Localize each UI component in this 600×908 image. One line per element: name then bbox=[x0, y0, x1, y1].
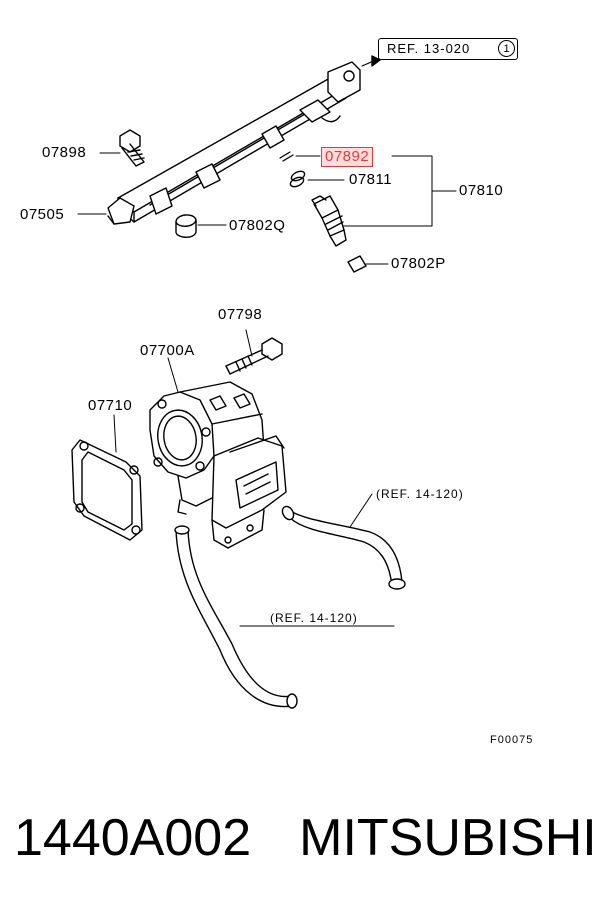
ref-top-circle: 1 bbox=[498, 40, 515, 57]
ref-hose-lower: (REF. 14-120) bbox=[270, 611, 358, 625]
brand-name: MITSUBISHI bbox=[299, 809, 597, 867]
fuel-rail bbox=[117, 61, 361, 223]
parts-diagram bbox=[71, 55, 457, 709]
bolt-07798 bbox=[225, 337, 283, 375]
label-07802p: 07802P bbox=[391, 255, 446, 272]
insulator-07802q bbox=[175, 214, 197, 238]
ref-box-top: REF. 13-020 1 bbox=[378, 38, 518, 60]
label-07505: 07505 bbox=[20, 206, 65, 223]
clip-07892 bbox=[279, 151, 294, 162]
label-07810: 07810 bbox=[459, 182, 504, 199]
label-07811: 07811 bbox=[349, 171, 393, 188]
throttle-body-07700a bbox=[149, 381, 287, 549]
ref-top-label: REF. 13-020 bbox=[387, 41, 471, 56]
caption: 1440A002 MITSUBISHI bbox=[14, 808, 597, 868]
label-07700a: 07700A bbox=[140, 342, 195, 359]
label-07802q: 07802Q bbox=[229, 217, 286, 234]
label-07798: 07798 bbox=[218, 306, 263, 323]
figure-code: F00075 bbox=[490, 734, 534, 746]
label-07898: 07898 bbox=[42, 144, 87, 161]
fuel-injector bbox=[311, 195, 347, 247]
connector-07505 bbox=[107, 197, 135, 225]
hose-lower bbox=[174, 525, 298, 709]
o-ring-07811 bbox=[289, 170, 306, 188]
gasket-07710 bbox=[71, 439, 143, 541]
hose-upper bbox=[281, 505, 406, 590]
bolt-07898 bbox=[119, 129, 145, 167]
label-07710: 07710 bbox=[88, 397, 133, 414]
part-number: 1440A002 bbox=[14, 809, 252, 867]
ref-hose-upper: (REF. 14-120) bbox=[376, 487, 464, 501]
insulator-07802p bbox=[347, 255, 367, 273]
label-07892-highlighted: 07892 bbox=[321, 147, 374, 167]
